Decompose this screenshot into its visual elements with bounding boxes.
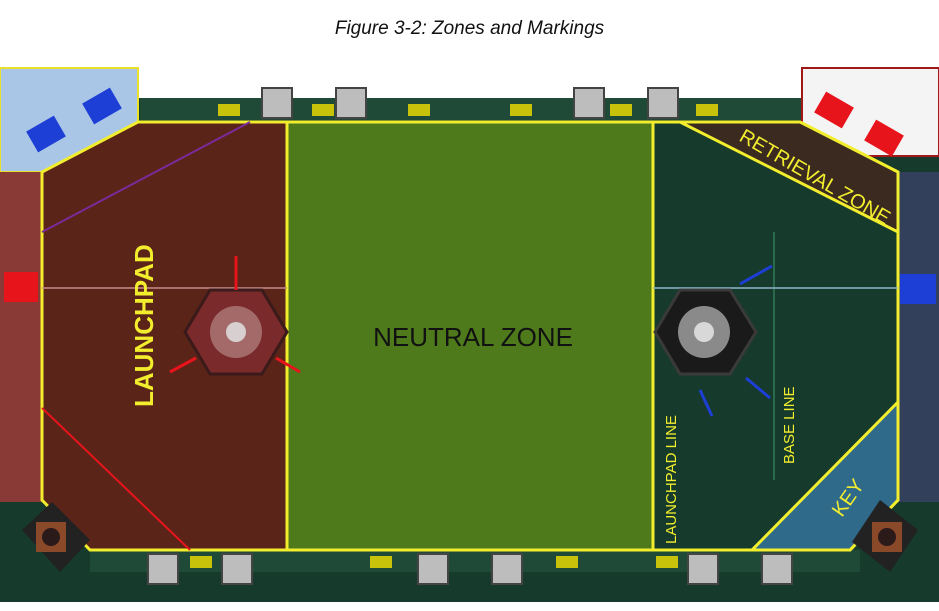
launchpad-label: LAUNCHPAD — [129, 244, 159, 407]
blue-side-station — [898, 172, 939, 502]
base-line-label: BASE LINE — [781, 386, 798, 464]
blue-side-panel — [900, 274, 936, 304]
neutral-zone-label: NEUTRAL ZONE — [373, 322, 573, 352]
red-side-station — [0, 172, 42, 502]
red-side-panel — [4, 272, 38, 302]
field-diagram: NEUTRAL ZONE LAUNCHPAD RETRIEVAL ZONE KE… — [0, 60, 939, 610]
launchpad-line-label: LAUNCHPAD LINE — [663, 415, 680, 544]
figure-caption: Figure 3-2: Zones and Markings — [0, 18, 939, 40]
